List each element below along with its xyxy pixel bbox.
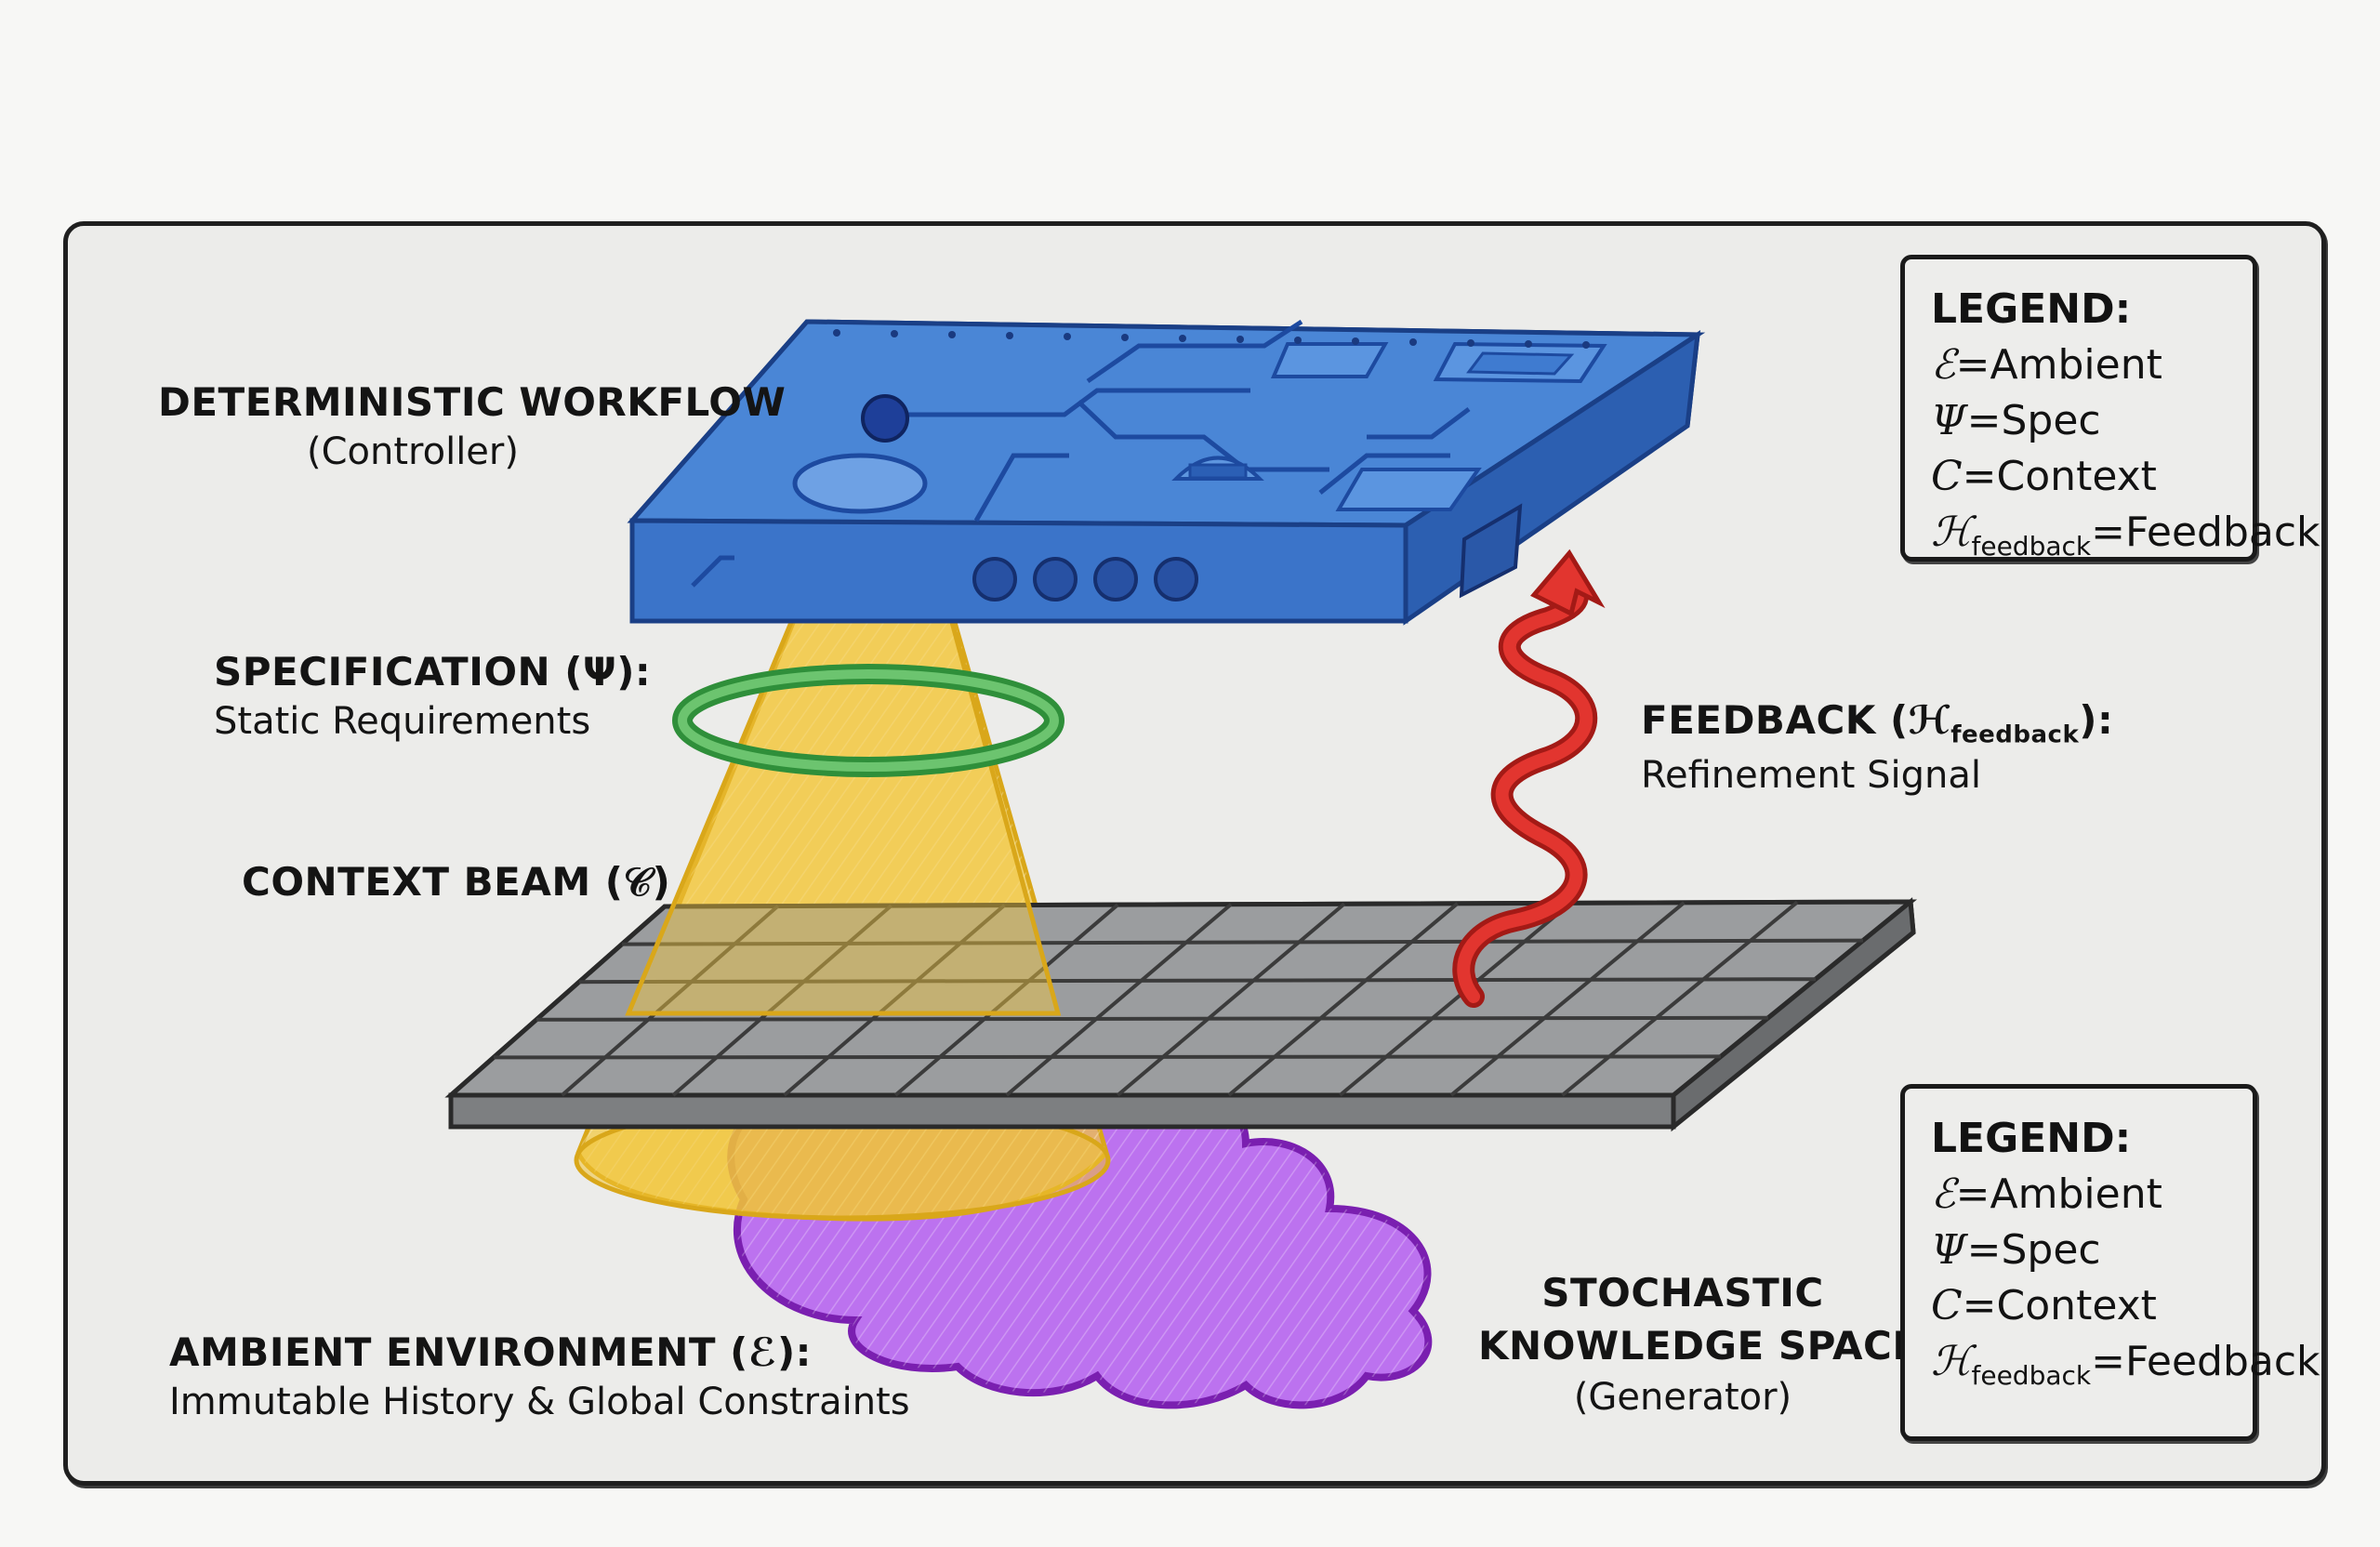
workflow-subtitle: (Controller) bbox=[307, 430, 519, 473]
stochastic-line3: (Generator) bbox=[1573, 1376, 1792, 1419]
stochastic-label: STOCHASTIC KNOWLEDGE SPACE (Generator) bbox=[1478, 1270, 1920, 1419]
feedback-subtitle: Refinement Signal bbox=[1641, 754, 1981, 798]
rivet bbox=[1525, 340, 1532, 348]
feedback-title: FEEDBACK (ℋfeedback): bbox=[1641, 697, 2114, 749]
legend-heading: LEGEND: bbox=[1931, 285, 2132, 333]
legend-context: C=Context bbox=[1931, 1282, 2157, 1329]
grid-line bbox=[1005, 903, 1233, 1097]
grid-line bbox=[1227, 902, 1460, 1097]
workflow-label: DETERMINISTIC WORKFLOW (Controller) bbox=[158, 379, 786, 473]
rivet bbox=[1467, 339, 1474, 347]
knowledge-grid-plate bbox=[444, 897, 1918, 1132]
stochastic-line1: STOCHASTIC bbox=[1541, 1270, 1824, 1316]
rivet bbox=[1236, 336, 1244, 343]
legend-feedback: ℋfeedback=Feedback bbox=[1931, 1338, 2320, 1391]
legend-heading: LEGEND: bbox=[1931, 1115, 2132, 1162]
rivet bbox=[948, 331, 956, 338]
ambient-label: AMBIENT ENVIRONMENT (ℰ): Immutable Histo… bbox=[169, 1329, 910, 1423]
legend-top: LEGEND: ℰ=Ambient Ψ=Spec C=Context ℋfeed… bbox=[1900, 255, 2320, 562]
rivet bbox=[1006, 332, 1013, 339]
grid-line bbox=[1449, 901, 1686, 1097]
grid-line bbox=[671, 904, 892, 1097]
rivet bbox=[1064, 333, 1071, 340]
context-beam-title: CONTEXT BEAM (𝒞) bbox=[242, 859, 671, 905]
legend-spec: Ψ=Spec bbox=[1931, 397, 2101, 444]
rivet bbox=[1582, 341, 1590, 349]
legend-feedback: ℋfeedback=Feedback bbox=[1931, 509, 2320, 562]
grid-line bbox=[493, 1054, 1722, 1060]
legend-spec: Ψ=Spec bbox=[1931, 1226, 2101, 1274]
rivet bbox=[1121, 334, 1129, 341]
rivet bbox=[1352, 337, 1359, 345]
rivet bbox=[833, 329, 840, 337]
grid-line bbox=[1339, 901, 1572, 1097]
grid-line bbox=[561, 905, 780, 1097]
specification-ring bbox=[672, 664, 1064, 777]
controller-device bbox=[627, 319, 1706, 626]
grid-line bbox=[621, 938, 1864, 946]
legend-bottom: LEGEND: ℰ=Ambient Ψ=Spec C=Context ℋfeed… bbox=[1900, 1084, 2320, 1441]
rivet bbox=[891, 330, 898, 337]
rivet bbox=[1409, 338, 1417, 346]
workflow-title: DETERMINISTIC WORKFLOW bbox=[158, 379, 787, 425]
grid-line bbox=[536, 1015, 1769, 1022]
grid-line bbox=[893, 903, 1119, 1097]
context-beam-label: CONTEXT BEAM (𝒞) bbox=[242, 859, 670, 906]
specification-subtitle: Static Requirements bbox=[214, 700, 591, 743]
rivet bbox=[1179, 335, 1186, 342]
legend-ambient: ℰ=Ambient bbox=[1931, 1170, 2162, 1218]
grid-line bbox=[783, 904, 1006, 1097]
feedback-label: FEEDBACK (ℋfeedback): Refinement Signal bbox=[1641, 697, 2113, 797]
ambient-title: AMBIENT ENVIRONMENT (ℰ): bbox=[169, 1329, 812, 1375]
specification-title: SPECIFICATION (Ψ): bbox=[214, 649, 652, 694]
legend-context: C=Context bbox=[1931, 453, 2157, 500]
grid-line bbox=[1561, 900, 1799, 1097]
grid-line bbox=[1116, 902, 1346, 1097]
rivet bbox=[1294, 337, 1302, 344]
feedback-arrow bbox=[1452, 549, 1606, 1008]
legend-ambient: ℰ=Ambient bbox=[1931, 341, 2162, 389]
grid-line bbox=[578, 977, 1817, 985]
ambient-subtitle: Immutable History & Global Constraints bbox=[169, 1381, 910, 1423]
stochastic-line2: KNOWLEDGE SPACE bbox=[1478, 1323, 1920, 1368]
specification-label: SPECIFICATION (Ψ): Static Requirements bbox=[214, 649, 651, 743]
